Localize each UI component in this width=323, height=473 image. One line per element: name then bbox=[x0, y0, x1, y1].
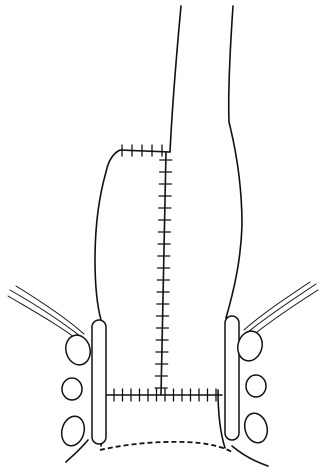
suture-knot-right-middle bbox=[246, 375, 266, 397]
suture-knot-left-middle bbox=[62, 378, 82, 400]
suture-thread-right-1 bbox=[252, 290, 318, 336]
sutures-right bbox=[235, 282, 318, 445]
bottom-dashed-margin bbox=[100, 442, 232, 452]
suture-line-horizontal bbox=[106, 389, 222, 401]
lower-right-edge bbox=[232, 446, 268, 466]
flap-outline bbox=[95, 150, 170, 320]
organ-right-wall bbox=[226, 6, 242, 318]
suture-thread-right-2 bbox=[248, 284, 316, 332]
suture-thread-left-3 bbox=[16, 286, 84, 334]
suture-knot-left-bottom bbox=[58, 414, 87, 449]
suture-thread-right-3 bbox=[244, 282, 310, 330]
organ-left-wall bbox=[170, 6, 181, 152]
hatched-structure-left bbox=[92, 320, 106, 444]
suture-line-vertical bbox=[155, 152, 172, 395]
sutures-left bbox=[8, 286, 93, 448]
suture-knot-left-top bbox=[63, 332, 94, 367]
suture-thread-left-2 bbox=[10, 290, 80, 336]
suture-line-vertical-path bbox=[161, 152, 166, 395]
hatched-structure-right bbox=[225, 316, 239, 440]
suture-knot-right-bottom bbox=[241, 411, 270, 446]
suture-thread-left-1 bbox=[8, 296, 78, 340]
organ-base-right bbox=[218, 390, 225, 448]
